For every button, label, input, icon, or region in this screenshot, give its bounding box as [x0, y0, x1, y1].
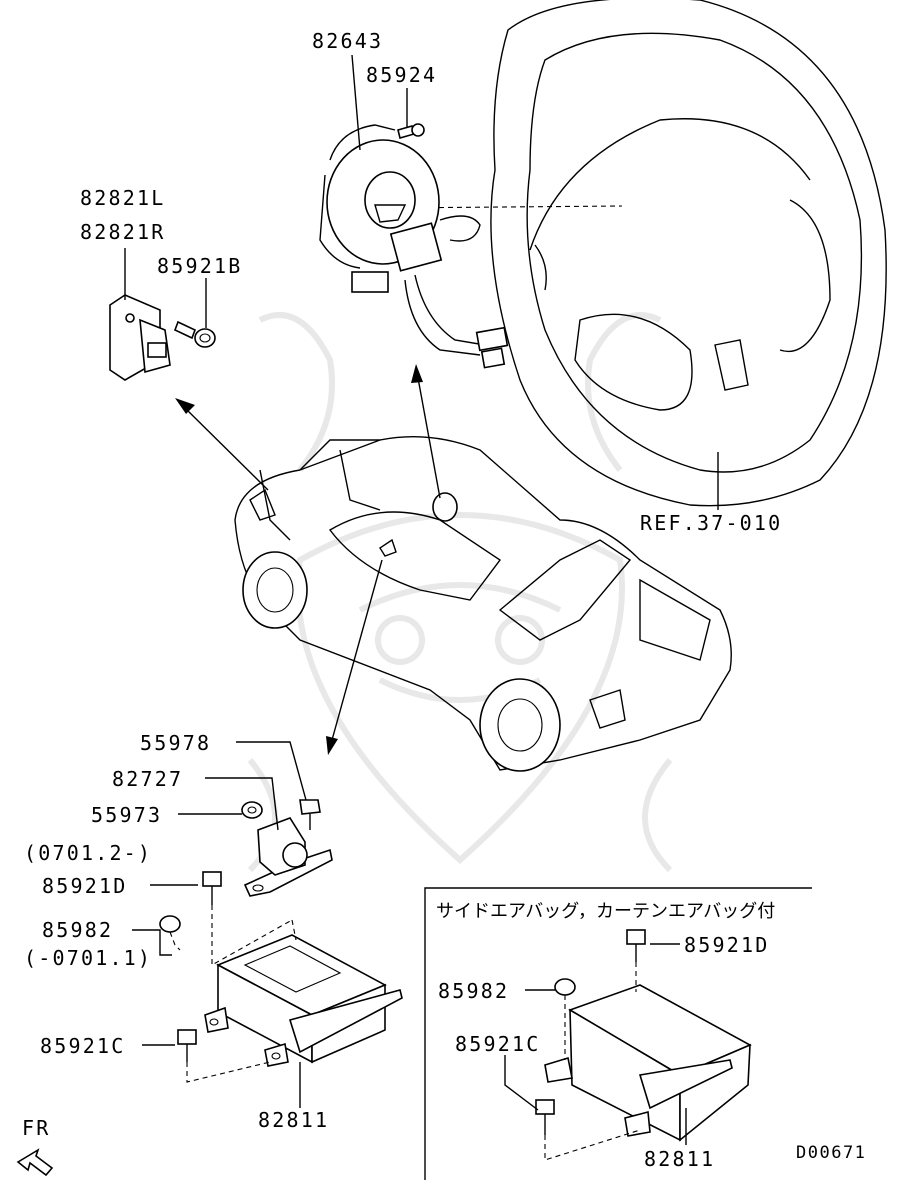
label-82821L: 82821L: [80, 186, 165, 210]
bolt-85921B: [173, 320, 216, 348]
callout-arrows: [175, 364, 441, 755]
leader-55978: [236, 741, 307, 801]
label-85921C: 85921C: [40, 1034, 125, 1058]
leader-82727: [205, 777, 279, 831]
label-55973: 55973: [91, 803, 162, 827]
inset-label-82811: 82811: [644, 1147, 715, 1171]
bolt-85921D: [202, 871, 222, 905]
label-date-to: (-0701.1): [24, 946, 152, 970]
leader-82643: [351, 54, 361, 151]
clock-spring-part: [319, 124, 509, 369]
inset-leader-85921C: [504, 1055, 539, 1111]
inset-nut-85982: [554, 978, 576, 996]
label-85924: 85924: [366, 63, 437, 87]
leader-85982: [132, 929, 172, 956]
inset-bolt-85921C: [535, 1099, 555, 1135]
label-82727: 82727: [112, 767, 183, 791]
inset-label-85921D: 85921D: [684, 933, 769, 957]
inset-label-85921C: 85921C: [455, 1032, 540, 1056]
screw-85924: [397, 123, 425, 139]
label-82821R: 82821R: [80, 220, 165, 244]
diagram-code: D00671: [796, 1143, 866, 1163]
watermark-emblem: [247, 312, 673, 873]
label-82811: 82811: [258, 1108, 329, 1132]
airbag-control-unit: [204, 934, 403, 1067]
inset-box: [424, 887, 812, 1180]
front-sensor-bracket: [243, 817, 333, 897]
inset-bolt-85921D: [626, 929, 646, 962]
vehicle-cutaway: [234, 435, 732, 772]
inset-title: サイドエアバッグ，カーテンエアバッグ付: [436, 901, 775, 922]
label-85921D: 85921D: [42, 874, 127, 898]
label-85982: 85982: [42, 918, 113, 942]
steering-wheel: [490, 0, 887, 507]
side-impact-sensor: [109, 294, 171, 381]
label-55978: 55978: [140, 731, 211, 755]
label-ref: REF.37-010: [640, 511, 782, 535]
nut-55973: [241, 801, 263, 819]
mounting-dashes: [169, 905, 297, 1083]
nut-85982: [159, 915, 181, 933]
inset-control-unit: [544, 984, 752, 1142]
label-date-from: (0701.2-): [24, 841, 152, 865]
front-direction-arrow: [16, 1148, 54, 1177]
inset-label-85982: 85982: [438, 979, 509, 1003]
inset-mounting-dashes: [544, 962, 641, 1161]
bolt-55978: [299, 799, 321, 830]
label-85921B: 85921B: [157, 254, 242, 278]
label-fr: FR: [22, 1116, 50, 1140]
bolt-85921C: [177, 1029, 197, 1062]
label-82643: 82643: [312, 29, 383, 53]
